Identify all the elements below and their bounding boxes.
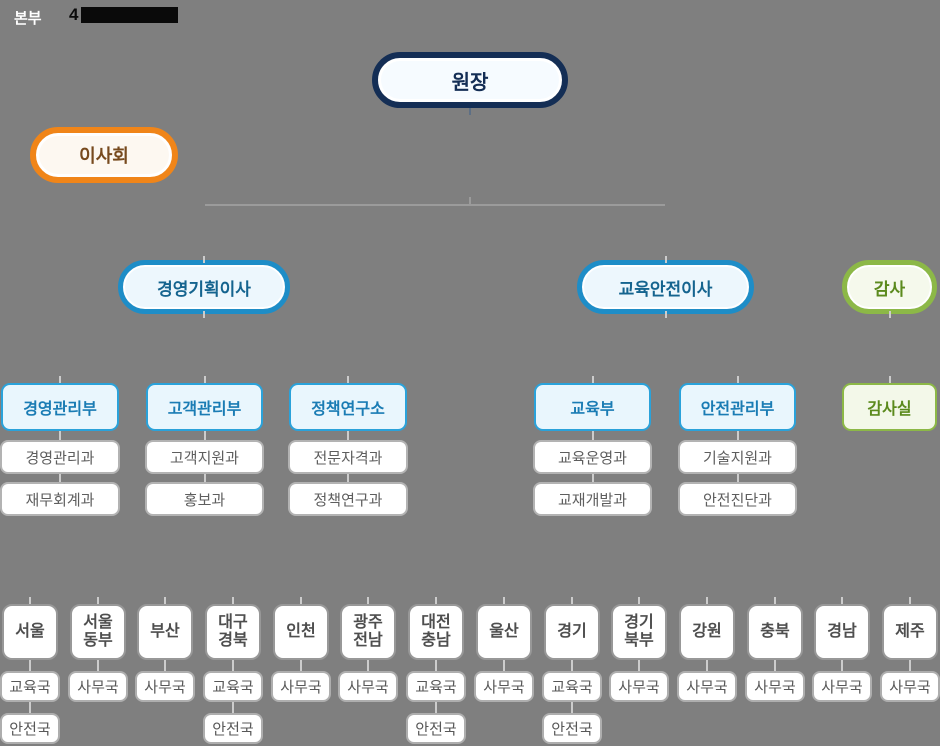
node-division: 전문자격과: [288, 433, 408, 481]
region-label-line: 서울: [83, 613, 113, 631]
node-region-gyeonggi: 경기: [544, 597, 600, 667]
node-executive-education-safety: 교육안전이사: [577, 256, 754, 318]
node-board: 이사회: [30, 127, 178, 183]
node-office: 사무국: [135, 664, 195, 702]
connector-tick-director: [469, 108, 471, 115]
node-office: 교육국: [203, 664, 263, 709]
region-label-line: 전남: [353, 632, 383, 649]
node-executive-management: 경영기획이사: [118, 256, 290, 318]
node-division: 경영관리과: [0, 433, 120, 481]
hq-visible-digit: 4: [69, 5, 79, 24]
node-division: 안전진단과: [678, 475, 797, 516]
node-region-incheon: 인천: [273, 597, 329, 667]
region-label-line: 충남: [421, 632, 451, 649]
node-division: 교재개발과: [533, 475, 652, 516]
node-department: 고객관리부: [146, 376, 263, 438]
node-region-chungbuk: 충북: [747, 597, 803, 667]
node-division: 고객지원과: [145, 433, 264, 481]
node-department: 안전관리부: [679, 376, 796, 438]
header-bar: 본부 4: [0, 0, 940, 30]
node-department: 교육부: [534, 376, 651, 438]
node-office: 사무국: [880, 664, 940, 702]
node-office: 교육국: [0, 664, 60, 709]
region-label-line: 강원: [692, 622, 722, 640]
region-label-line: 동부: [83, 632, 113, 649]
node-office: 사무국: [745, 664, 805, 702]
region-label-line: 광주: [353, 613, 383, 631]
region-label-line: 충북: [760, 622, 790, 640]
node-office: 사무국: [271, 664, 331, 702]
node-office: 안전국: [203, 706, 263, 744]
node-region-jeju: 제주: [882, 597, 938, 667]
connector-line: [205, 204, 665, 206]
region-label-line: 경북: [218, 632, 248, 649]
region-label-line: 경기: [624, 613, 654, 631]
node-office: 사무국: [812, 664, 872, 702]
node-director: 원장: [372, 52, 568, 108]
region-label-line: 북부: [624, 632, 654, 649]
region-label-line: 서울: [15, 622, 45, 640]
redaction-bar: [81, 7, 178, 23]
node-region-busan: 부산: [137, 597, 193, 667]
node-office: 사무국: [474, 664, 534, 702]
hq-label: 본부: [14, 10, 42, 27]
node-region-ulsan: 울산: [476, 597, 532, 667]
node-auditor: 감사: [842, 260, 937, 318]
node-office: 교육국: [542, 664, 602, 709]
region-label-line: 인천: [286, 622, 316, 640]
region-label-line: 제주: [895, 622, 925, 640]
region-label-line: 경기: [557, 622, 587, 640]
region-label-line: 경남: [827, 622, 857, 640]
node-department: 정책연구소: [289, 376, 407, 438]
region-label-line: 부산: [150, 622, 180, 640]
region-label-line: 울산: [489, 622, 519, 640]
node-department-audit-office: 감사실: [842, 376, 937, 431]
node-office: 사무국: [677, 664, 737, 702]
node-division: 정책연구과: [288, 475, 408, 516]
node-division: 교육운영과: [533, 433, 652, 481]
node-division: 기술지원과: [678, 433, 797, 481]
node-office: 안전국: [0, 706, 60, 744]
node-office: 안전국: [406, 706, 466, 744]
region-label-line: 대전: [421, 613, 451, 631]
node-office: 안전국: [542, 706, 602, 744]
node-department: 경영관리부: [1, 376, 119, 438]
node-region-seoul: 서울: [2, 597, 58, 667]
node-office: 사무국: [338, 664, 398, 702]
node-region-gyeongnam: 경남: [814, 597, 870, 667]
region-label-line: 대구: [218, 613, 248, 631]
node-region-gangwon: 강원: [679, 597, 735, 667]
connector-tick-mid: [469, 197, 471, 206]
node-division: 홍보과: [145, 475, 264, 516]
node-division: 재무회계과: [0, 475, 120, 516]
node-office: 사무국: [609, 664, 669, 702]
node-office: 사무국: [68, 664, 128, 702]
node-office: 교육국: [406, 664, 466, 709]
